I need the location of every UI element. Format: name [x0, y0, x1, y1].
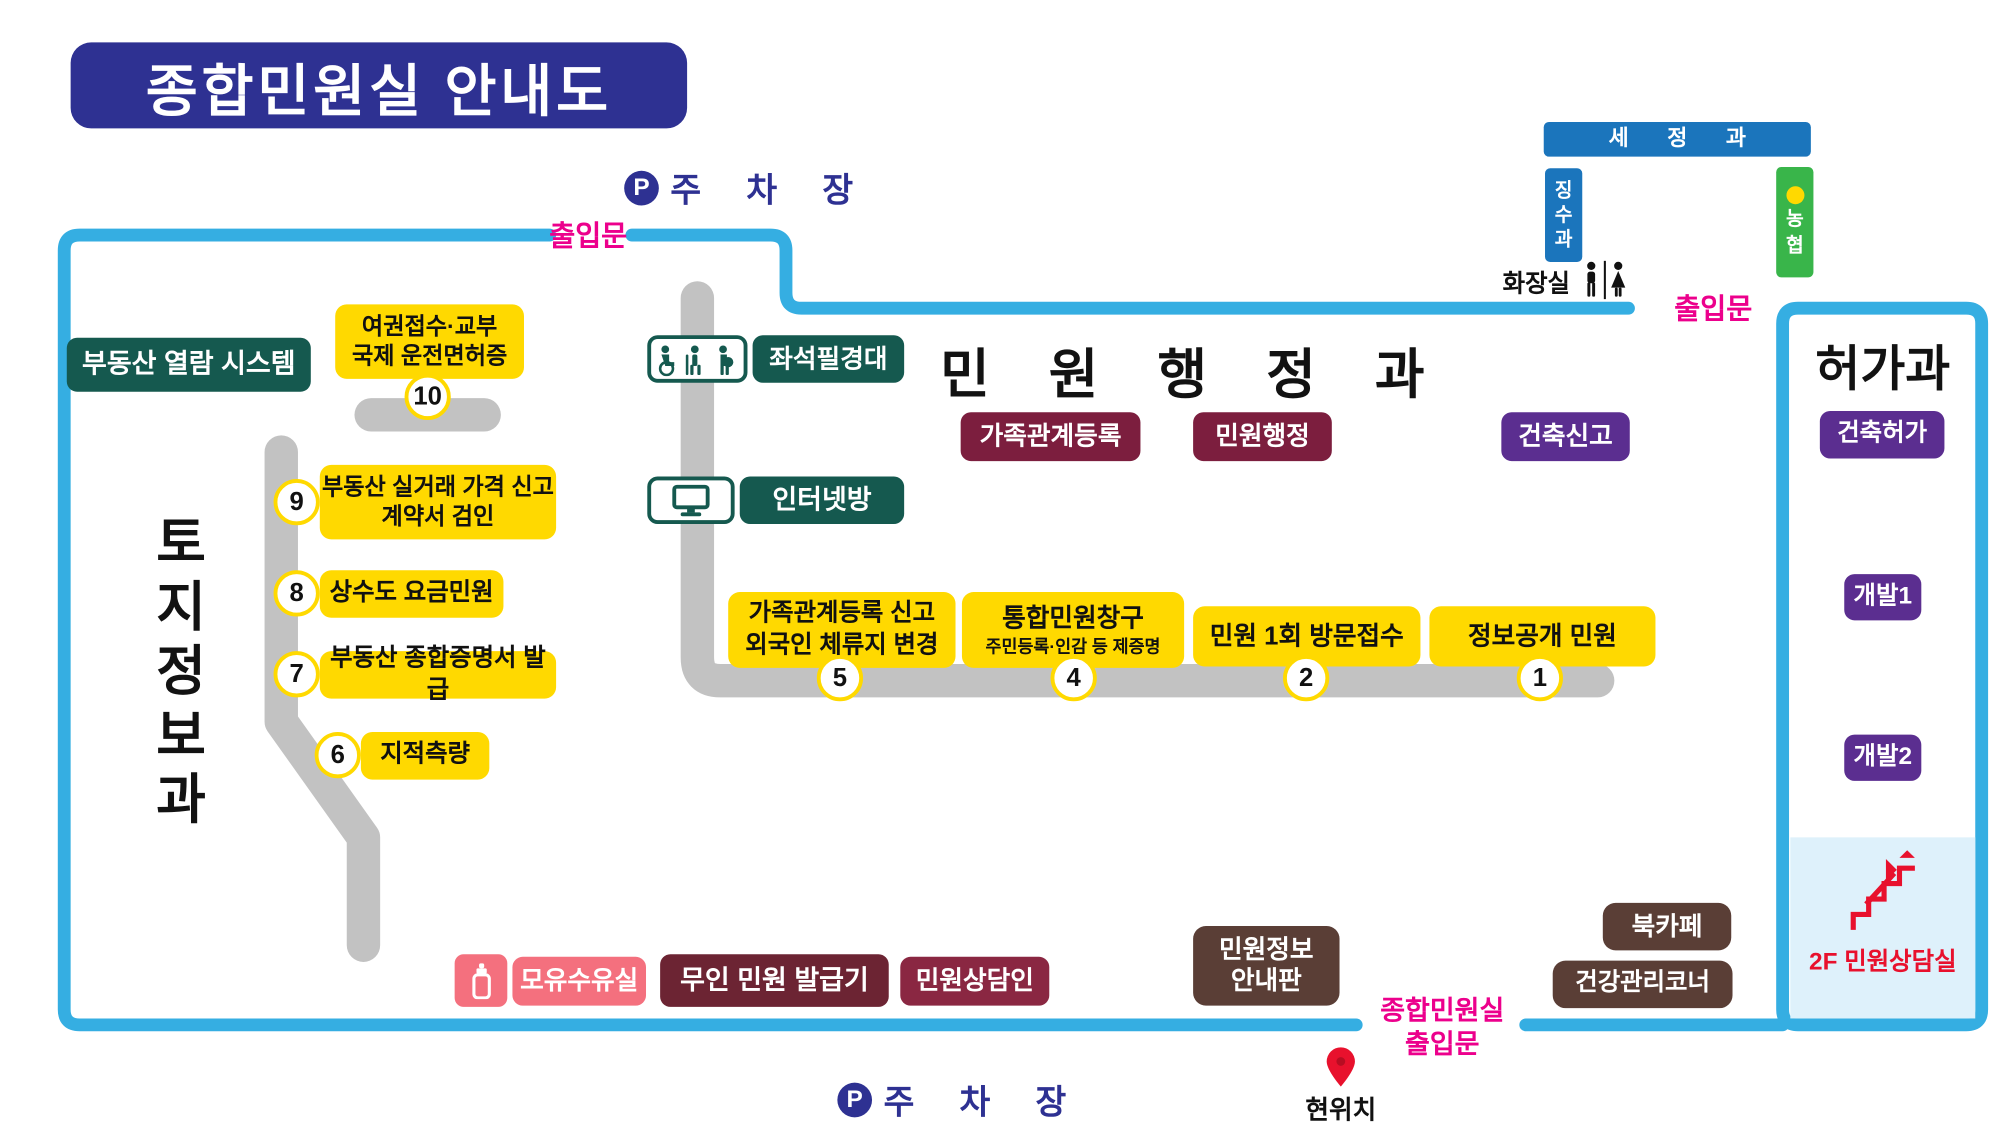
parking-icon: P — [624, 170, 659, 206]
parking-label: 주 차 장 — [883, 1082, 1085, 1122]
current-location-label: 현위치 — [1305, 1096, 1377, 1126]
restroom-label: 화장실 — [1502, 270, 1570, 298]
stairs-icon — [1850, 850, 1915, 930]
restroom-icon — [1587, 260, 1626, 300]
toji-char: 과 — [156, 769, 206, 830]
desk-9-line2: 계약서 검인 — [381, 503, 495, 530]
entrance-main-line1: 종합민원실 — [1380, 996, 1505, 1027]
room-internet-bang: 인터넷방 — [739, 476, 905, 524]
desk-10-number: 10 — [404, 373, 451, 420]
desk-10-line1: 여권접수·교부 — [361, 312, 498, 339]
entrance-main-label: 종합민원실 출입문 — [1359, 995, 1526, 1062]
nursing-room-iconbox — [454, 954, 508, 1007]
desk-2-line1: 민원 1회 방문접수 — [1209, 622, 1404, 651]
desk-4-number: 4 — [1050, 654, 1097, 702]
desk-5-line2: 외국인 체류지 변경 — [745, 631, 939, 659]
room-geonchuk-singo: 건축신고 — [1501, 412, 1630, 462]
desk-10: 여권접수·교부 국제 운전면허증 — [335, 304, 524, 379]
room-book-cafe: 북카페 — [1602, 902, 1732, 951]
dept-nonghyup-char: 협 — [1785, 235, 1804, 257]
room-minwon-haengjeong: 민원행정 — [1193, 412, 1332, 462]
room-jwaseok-pilgyeongdae: 좌석필경대 — [752, 335, 905, 383]
dept-sejeong: 세정과 — [1543, 122, 1811, 157]
desk-5-line1: 가족관계등록 신고 — [748, 599, 936, 627]
nonghyup-logo-icon — [1785, 186, 1804, 205]
current-location-pin-icon — [1326, 1047, 1355, 1087]
desk-9-number: 9 — [273, 479, 320, 526]
accessibility-icons — [658, 344, 734, 376]
dept-sejeong-label: 세정과 — [1608, 126, 1785, 151]
desk-5-number: 5 — [816, 654, 864, 702]
room-geonchuk-heoga: 건축허가 — [1819, 410, 1945, 459]
minwon-jeongbo-line1: 민원정보 — [1219, 936, 1314, 965]
dept-heoga-title: 허가과 — [1815, 342, 1951, 397]
title-banner: 종합민원실 안내도 — [70, 42, 688, 129]
desk-4-line2: 주민등록·인감 등 제증명 — [985, 636, 1161, 656]
room-gajok-deungnok: 가족관계등록 — [960, 412, 1141, 462]
building-outline — [57, 228, 1989, 1032]
room-minwon-jeongbo: 민원정보 안내판 — [1193, 925, 1340, 1006]
dept-jingsu: 징 수 과 — [1545, 168, 1583, 262]
desk-9-line1: 부동산 실거래 가격 신고 — [321, 473, 554, 500]
desk-8-line1: 상수도 요금민원 — [329, 579, 494, 607]
dept-minwon-haengjeong-title: 민원행정과 — [940, 344, 1484, 405]
parking-label: 주 차 장 — [670, 170, 872, 210]
dept-nonghyup-char: 농 — [1785, 208, 1804, 230]
minwon-jeongbo-line2: 안내판 — [1230, 967, 1302, 996]
room-geongang-corner: 건강관리코너 — [1552, 960, 1733, 1009]
entrance-right-label: 출입문 — [1674, 292, 1753, 325]
desk-6: 지적측량 — [360, 732, 490, 780]
dept-toji-title: 토 지 정 보 과 — [144, 511, 218, 832]
desk-7: 부동산 종합증명서 발급 — [319, 644, 557, 703]
room-budongsan-yeollam: 부동산 열람 시스템 — [66, 337, 311, 392]
desk-7-number: 7 — [273, 651, 320, 698]
page-title: 종합민원실 안내도 — [145, 59, 613, 123]
dept-jingsu-char: 과 — [1554, 228, 1573, 251]
dept-nonghyup: 농 협 — [1776, 166, 1814, 278]
room-muin-balgeupgi: 무인 민원 발급기 — [660, 954, 889, 1007]
parking-bottom: P 주 차 장 — [837, 1076, 1084, 1124]
desk-6-number: 6 — [314, 732, 361, 779]
dept-jingsu-char: 수 — [1554, 204, 1573, 227]
stairs-area: 2F 민원상담실 — [1790, 837, 1976, 1019]
room-gaebal1: 개발1 — [1844, 574, 1922, 621]
desk-4: 통합민원창구 주민등록·인감 등 제증명 — [961, 592, 1185, 668]
toji-char: 보 — [156, 705, 206, 766]
desk-6-line1: 지적측량 — [380, 741, 470, 769]
entrance-main-line2: 출입문 — [1405, 1030, 1480, 1060]
desk-7-line1: 부동산 종합증명서 발급 — [330, 644, 546, 704]
jwaseok-iconbox — [647, 335, 748, 383]
desk-1-number: 1 — [1516, 654, 1563, 702]
desk-9: 부동산 실거래 가격 신고 계약서 검인 — [319, 464, 557, 540]
room-minwon-sangdamin: 민원상담인 — [900, 956, 1050, 1006]
desk-10-line2: 국제 운전면허증 — [351, 342, 508, 369]
room-moyu-suyusil: 모유수유실 — [512, 956, 647, 1006]
desk-2-number: 2 — [1283, 654, 1330, 702]
room-2f-sangdamsil: 2F 민원상담실 — [1809, 949, 1957, 977]
toji-char: 정 — [156, 640, 206, 702]
desk-8-number: 8 — [273, 570, 320, 617]
monitor-icon — [672, 484, 710, 516]
desk-4-line1: 통합민원창구 — [1002, 604, 1144, 633]
parking-icon: P — [837, 1082, 873, 1118]
room-gaebal2: 개발2 — [1844, 734, 1922, 781]
toji-char: 토 — [156, 512, 206, 573]
baby-bottle-icon — [471, 962, 491, 999]
internet-iconbox — [647, 476, 735, 524]
parking-top: P 주 차 장 — [624, 164, 871, 212]
toji-char: 지 — [156, 576, 206, 638]
desk-8: 상수도 요금민원 — [319, 570, 504, 618]
desk-1-line1: 정보공개 민원 — [1467, 622, 1617, 651]
entrance-top-label: 출입문 — [549, 219, 628, 252]
dept-jingsu-char: 징 — [1554, 179, 1573, 202]
